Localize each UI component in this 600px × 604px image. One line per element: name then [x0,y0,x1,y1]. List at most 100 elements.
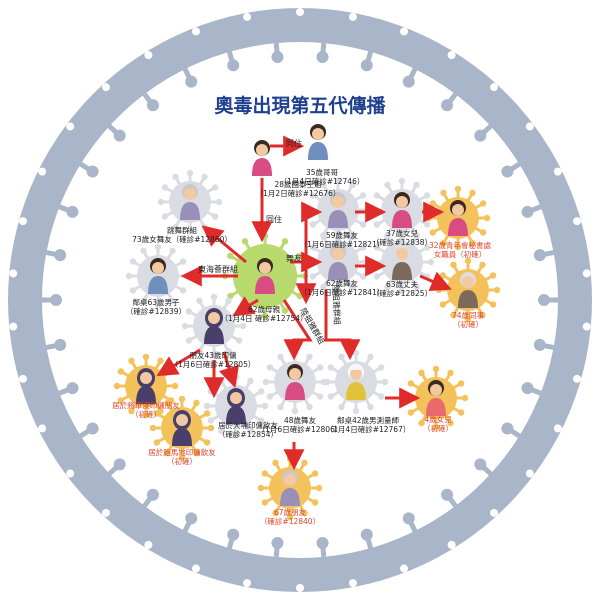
person-label-line: 59歲舞友 [326,230,359,240]
transmission-arrow [156,348,201,377]
ring-spike-knob [227,528,240,541]
ring-dot [573,217,582,226]
ring-dot [38,424,47,433]
ring-dot [66,469,75,478]
ring-dot [553,424,562,433]
ring-spike-knob [360,59,373,72]
ring-spike-knob [66,205,79,218]
person-label: 63歲丈夫（確診#12825） [372,279,432,298]
person-label-line: 63歲丈夫 [386,279,419,289]
ring-dot [101,508,110,517]
edge-label-live-together-1: 同住 [286,138,302,148]
person-label: 28歲國泰空姐（1月2日確診#12676） [256,179,341,198]
ring-spike-knob [86,422,99,435]
ring-dot [66,122,75,131]
worker-icon [346,364,366,400]
person-label: 鄰桌42歲男測量師（1月4日確診#12767） [326,415,411,434]
girl-icon [426,380,446,416]
person-label-line: 35歲哥哥 [306,167,339,177]
ring-spike-knob [146,488,159,501]
ring-dot [144,51,153,60]
person-label-line: （確診#12840） [260,516,320,526]
edge-label-lucky-2: 陸祖雅群組 [331,285,342,325]
person-label-line: 32歲青年會秘書處 [429,240,492,250]
person-label: 62歲舞友（1月6日確診#12841） [300,278,385,297]
person-label-line: （1月6日確診#12805） [171,359,256,369]
elder-woman-icon [328,192,348,228]
person-label-line: 62歲舞友 [326,278,359,288]
transmission-arrow [419,271,452,292]
person-label-line: 鄰桌63歲男子 [132,297,180,307]
hijab-woman-icon [226,388,246,424]
person-label-line: （1月4日 確診#12754） [220,313,307,323]
person-label-line: （1月6日確診#12806） [258,424,343,434]
ring-spike-knob [54,338,67,351]
ring-spike-knob [227,59,240,72]
person-label: 4歲女兒（初確） [423,414,453,433]
ring-dot [18,374,27,383]
ring-dot [38,167,47,176]
elder-man-icon [458,272,478,308]
person-label-line: 跳舞群組 [167,225,197,235]
woman-icon [285,364,305,400]
ring-spike-knob [271,536,284,549]
woman-icon [392,192,412,228]
ring-dot [9,269,18,278]
ring-dot [9,322,18,331]
ring-spike-knob [402,512,415,525]
ring-spike-knob [185,512,198,525]
ring-dot [525,469,534,478]
person-label-line: 朋友43歲印傭 [189,350,237,360]
person-label: 鄰桌63歲男子（確診#12839） [126,297,186,316]
person-label: 37歲女兒（確診#12838） [372,228,432,247]
hijab-woman-icon [136,368,156,404]
person-label: 居於大埔印傭飲友（確診#12854） [218,420,279,439]
ring-dot [101,83,110,92]
ring-spike-knob [501,422,514,435]
ring-dot [573,374,582,383]
ring-spike-knob [533,338,546,351]
ring-spike-knob [402,75,415,88]
transmission-arrow [232,296,259,317]
person-label-line: 74歲同事 [452,310,485,320]
person-label-line: 62歲母親 [248,304,281,314]
person-label-line: （初確） [131,409,161,419]
ring-spike-knob [538,294,550,306]
person-label: 朋友43歲印傭（1月6日確診#12805） [171,350,256,369]
ring-spike-knob [521,205,534,218]
person-label: 48歲舞友（1月6日確診#12806） [258,415,343,434]
person-label-line: 4歲女兒 [424,414,452,424]
woman-icon [448,200,468,236]
ring-dot [553,167,562,176]
ring-spike-knob [185,75,198,88]
person-label-line: （確診#12838） [372,237,432,247]
ring-spike-knob [50,294,62,306]
ring-dot [144,540,153,549]
ring-dot [525,122,534,131]
transmission-arrow [218,351,240,389]
man-icon [308,124,328,160]
woman-icon [255,258,275,294]
person-label: 居於跑馬地印傭飲友（初確） [148,447,216,466]
ring-spike-knob [271,51,284,64]
person-label: 居於將軍澳印傭朋友（初確） [112,400,180,419]
person-label-line: （1月4日確診#12746） [280,176,365,186]
person-label-line: 73歲女舞友（確診#12860） [132,234,232,244]
transmission-arrow [290,201,323,264]
edge-label-live-together-2: 同住 [266,214,282,224]
person-label-line: 48歲舞友 [284,415,317,425]
ring-dot [490,83,499,92]
ring-dot [243,12,252,21]
transmission-arrows [156,135,452,471]
person-label-line: 67歲朋友 [274,507,307,517]
ring-dot [582,269,591,278]
person-label-line: （初確） [423,423,453,433]
person-label-line: （確診#12839） [126,306,186,316]
hijab-woman-icon [204,308,224,344]
elder-woman-icon [180,184,200,220]
ring-dot [582,322,591,331]
transmission-arrow [282,299,313,361]
